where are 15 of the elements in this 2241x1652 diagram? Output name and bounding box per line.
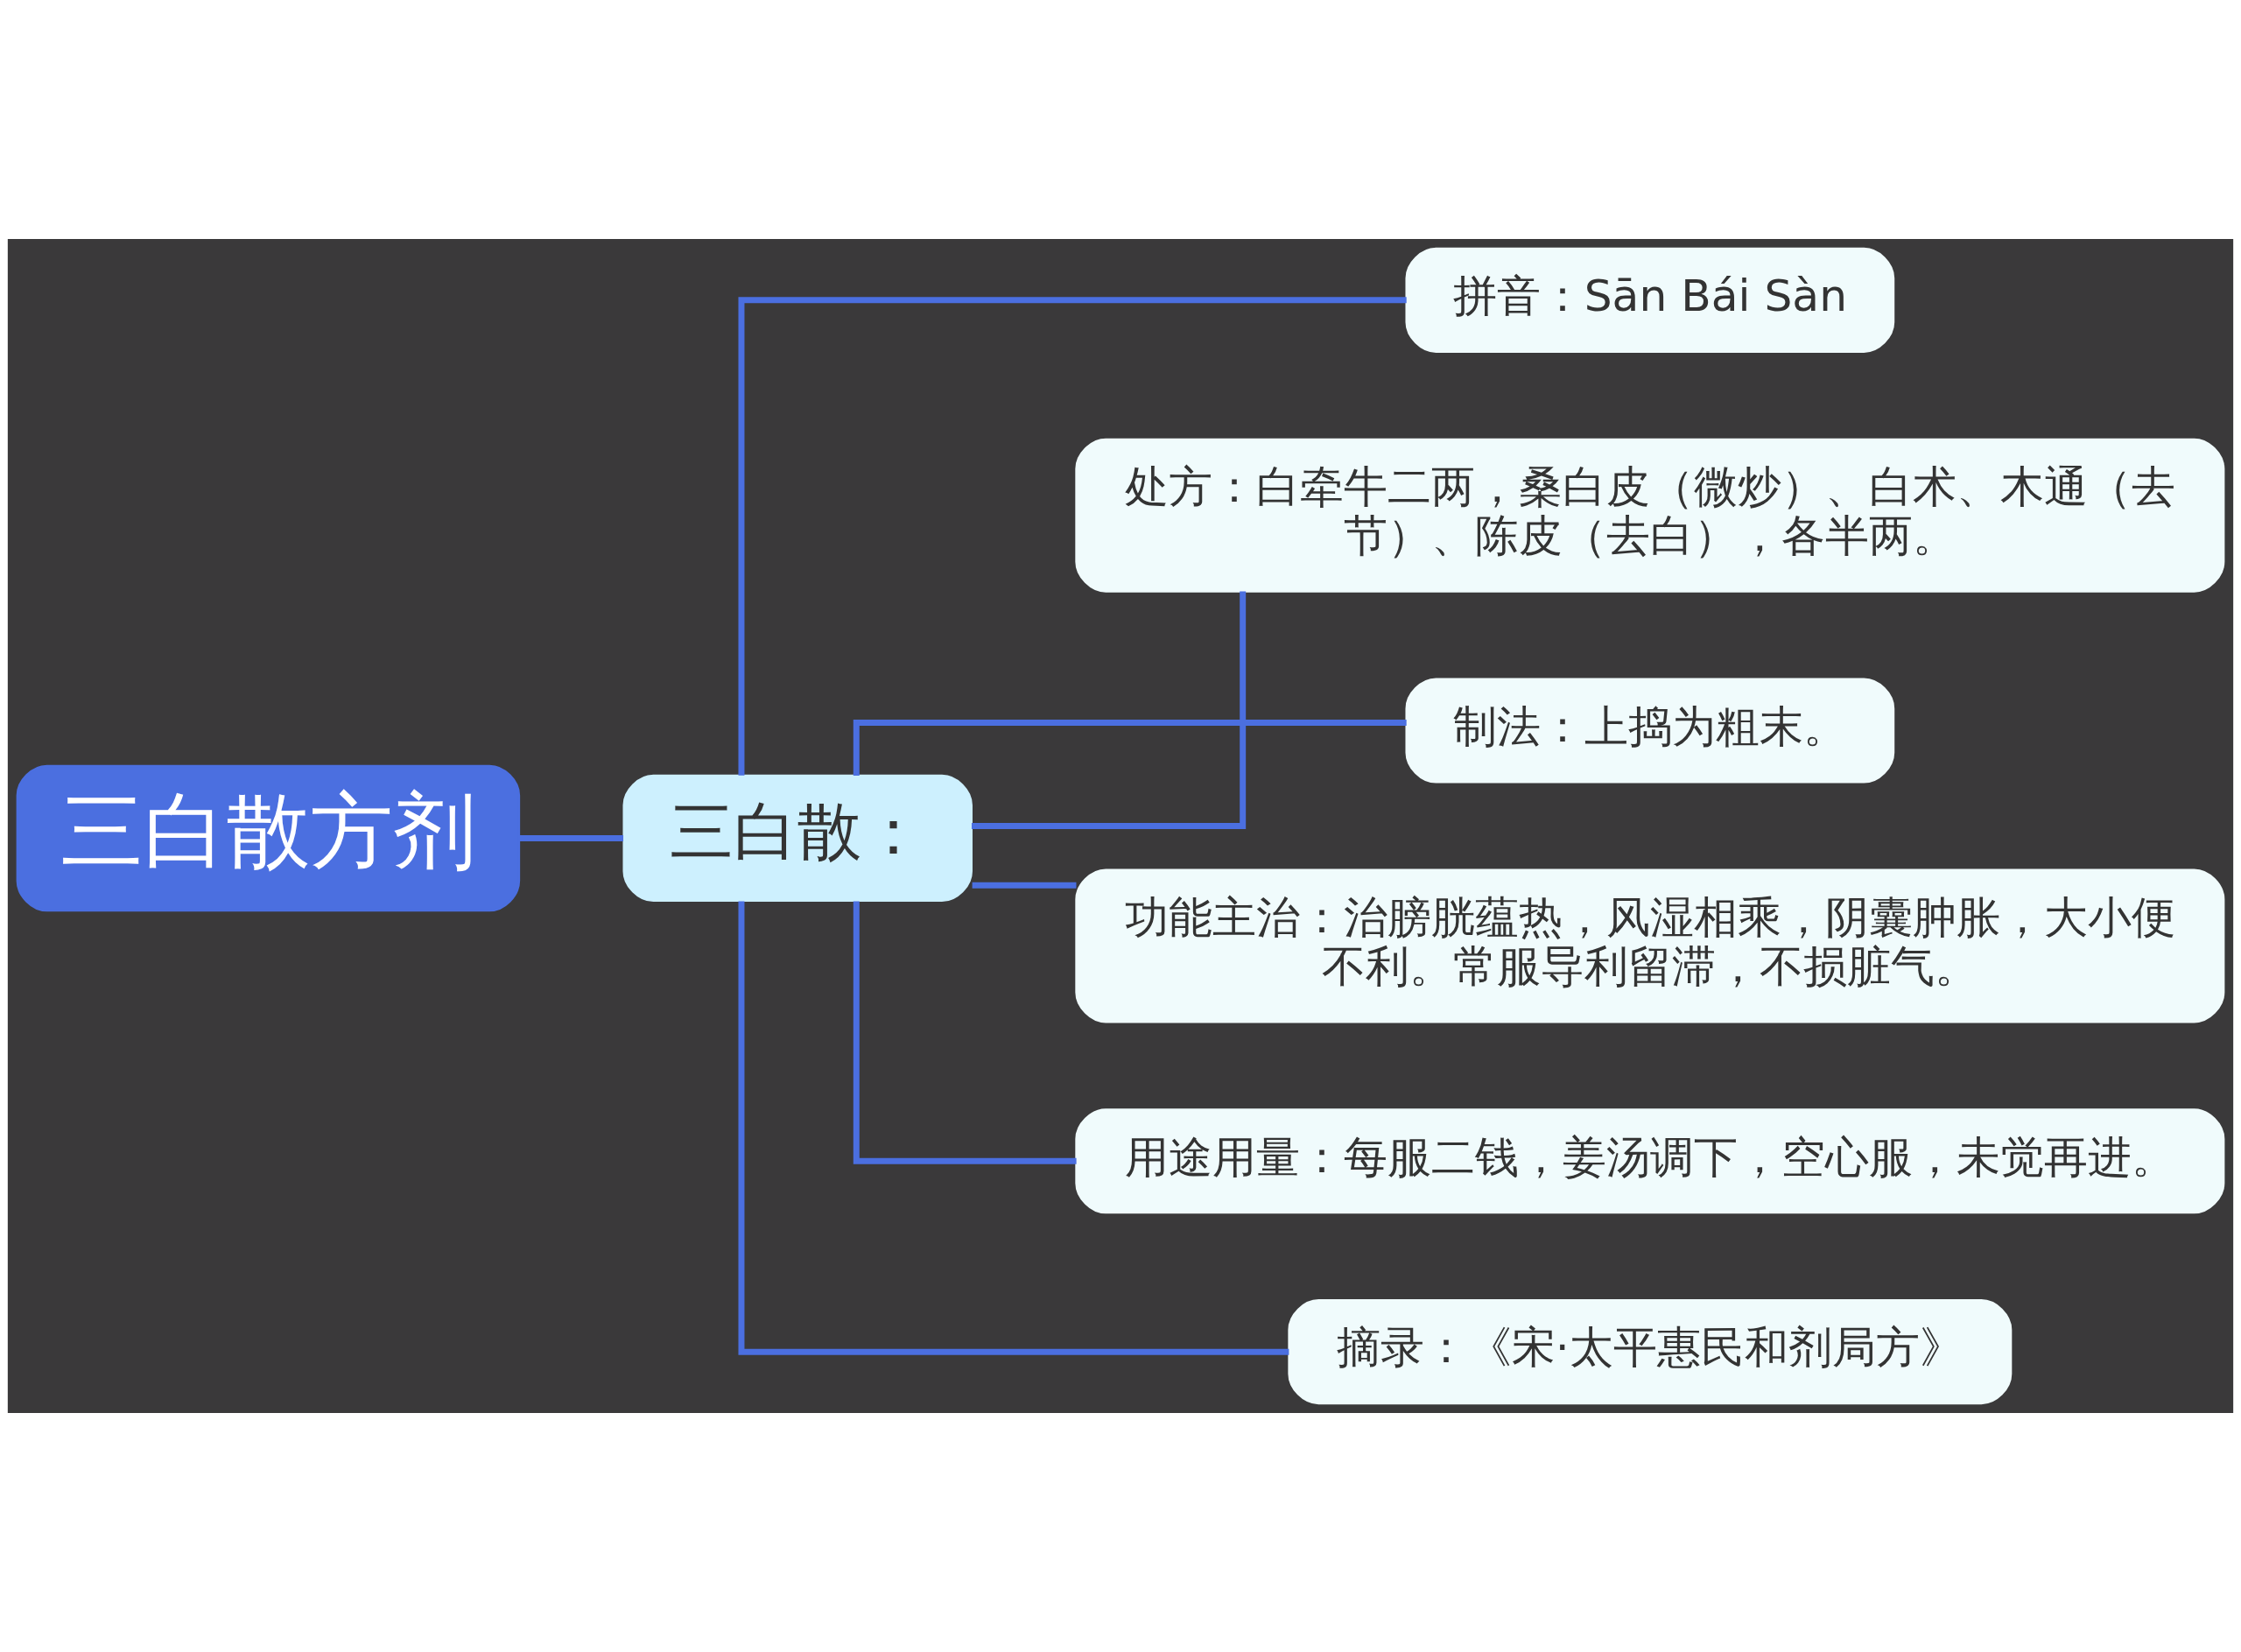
- connector: [972, 591, 1247, 829]
- connector: [972, 882, 1077, 889]
- connector: [853, 719, 1407, 777]
- connector: [738, 901, 1289, 1355]
- node-box: 摘录：《宋·太平惠民和剂局方》: [1288, 1299, 2013, 1405]
- node-box: 拼音：Sān Bái Sàn: [1405, 247, 1895, 353]
- node-box: 制法：上捣为粗末。: [1405, 678, 1895, 784]
- connector: [738, 297, 1407, 776]
- connector: [853, 901, 1077, 1164]
- node-box: 处方：白牵牛二两，桑白皮（微炒）、白术、木通（去节）、陈皮（去白），各半两。: [1075, 438, 2225, 593]
- connector: [518, 835, 624, 841]
- node-box: 功能主治：治膀胱蕴热，风湿相乘，阴囊肿胀，大小便不利。常服导利留滞，不损脏气。: [1075, 868, 2225, 1023]
- node-box: 三白散方剂: [16, 764, 521, 912]
- node-box: 三白散：: [622, 774, 973, 903]
- node-box: 用途用量：每服二钱，姜汤调下，空心服，未觉再进。: [1075, 1108, 2225, 1214]
